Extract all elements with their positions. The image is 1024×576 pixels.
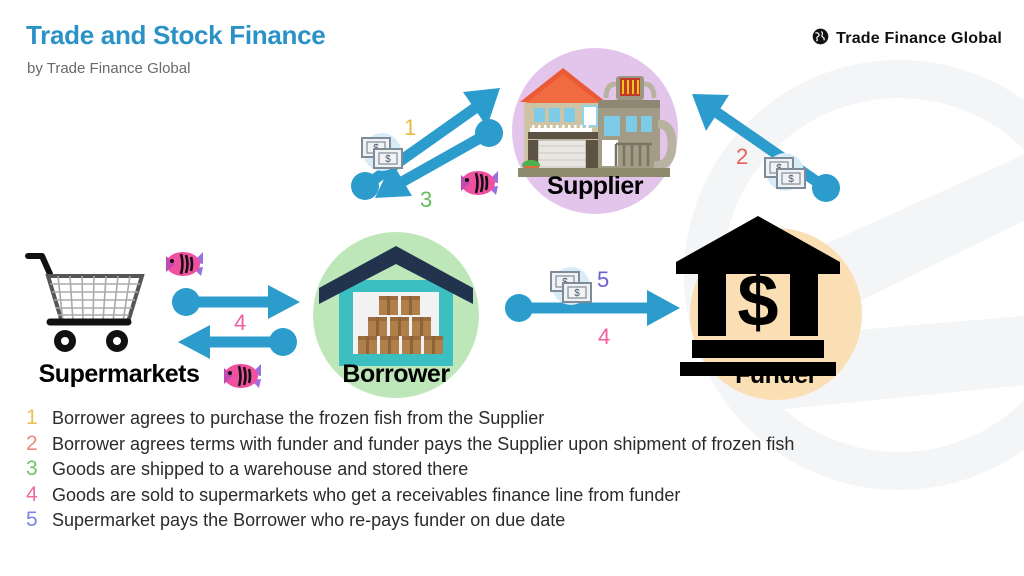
svg-text:$: $: [737, 259, 778, 342]
legend-text: Borrower agrees to purchase the frozen f…: [52, 408, 545, 428]
legend-text: Borrower agrees terms with funder and fu…: [52, 433, 795, 454]
money-icon-step-5: $ $: [546, 265, 596, 312]
legend-number: 4: [26, 482, 38, 506]
page-subtitle: by Trade Finance Global: [27, 60, 191, 77]
legend-item: 4 Goods are sold to supermarkets who get…: [26, 483, 794, 509]
legend-number: 3: [26, 457, 38, 480]
fish-icon-2: [163, 246, 209, 287]
svg-text:$: $: [788, 174, 794, 185]
funder-circle: $: [676, 216, 862, 400]
legend-item: 3 Goods are shipped to a warehouse and s…: [26, 457, 794, 483]
arrow-number-4-right: 4: [598, 324, 611, 349]
funder-label: Funder: [735, 361, 817, 389]
borrower-circle: [313, 232, 479, 398]
brand-name: Trade Finance Global: [836, 30, 1002, 47]
globe-icon: [812, 28, 829, 50]
page-title: Trade and Stock Finance: [26, 20, 326, 50]
brand-logo: Trade Finance Global: [812, 28, 1002, 50]
fish-icon-3: [221, 358, 267, 399]
svg-text:$: $: [385, 154, 391, 165]
borrower-label: Borrower: [342, 360, 450, 388]
legend-item: 1 Borrower agrees to purchase the frozen…: [26, 406, 794, 432]
arrow-number-5-right: 5: [597, 267, 610, 292]
node-funder[interactable]: $ Funder: [676, 216, 862, 400]
supermarkets-label: Supermarkets: [38, 360, 200, 388]
arrow-number-2: 2: [736, 144, 749, 169]
warehouse-boxes-icon: [319, 246, 473, 366]
bank-dollar-icon: $: [676, 216, 840, 376]
node-supplier[interactable]: Supplier: [512, 48, 678, 214]
legend-item: 5 Supermarket pays the Borrower who re-p…: [26, 508, 794, 534]
node-borrower[interactable]: Borrower: [313, 232, 479, 398]
svg-text:$: $: [574, 288, 580, 299]
supplier-circle: [512, 48, 678, 214]
legend-text: Goods are sold to supermarkets who get a…: [52, 484, 681, 505]
legend-number: 1: [26, 406, 38, 429]
shopping-cart-icon: [25, 253, 145, 352]
legend-number: 2: [26, 431, 38, 455]
arrow-number-4-left: 4: [234, 310, 247, 335]
fish-icon-1: [458, 165, 504, 206]
legend-number: 5: [26, 508, 38, 531]
arrow-number-1: 1: [404, 115, 417, 140]
legend-item: 2 Borrower agrees terms with funder and …: [26, 432, 794, 458]
money-icon-step-2: $ $: [760, 151, 810, 198]
node-supermarkets[interactable]: Supermarkets: [22, 250, 200, 388]
legend-text: Goods are shipped to a warehouse and sto…: [52, 459, 469, 479]
legend-list: 1 Borrower agrees to purchase the frozen…: [26, 406, 794, 534]
arrow-number-3: 3: [420, 187, 433, 212]
factory-building-icon: [518, 68, 677, 177]
money-icon-step-1: $ $: [357, 131, 407, 178]
supplier-label: Supplier: [546, 172, 644, 200]
legend-text: Supermarket pays the Borrower who re-pay…: [52, 510, 566, 530]
